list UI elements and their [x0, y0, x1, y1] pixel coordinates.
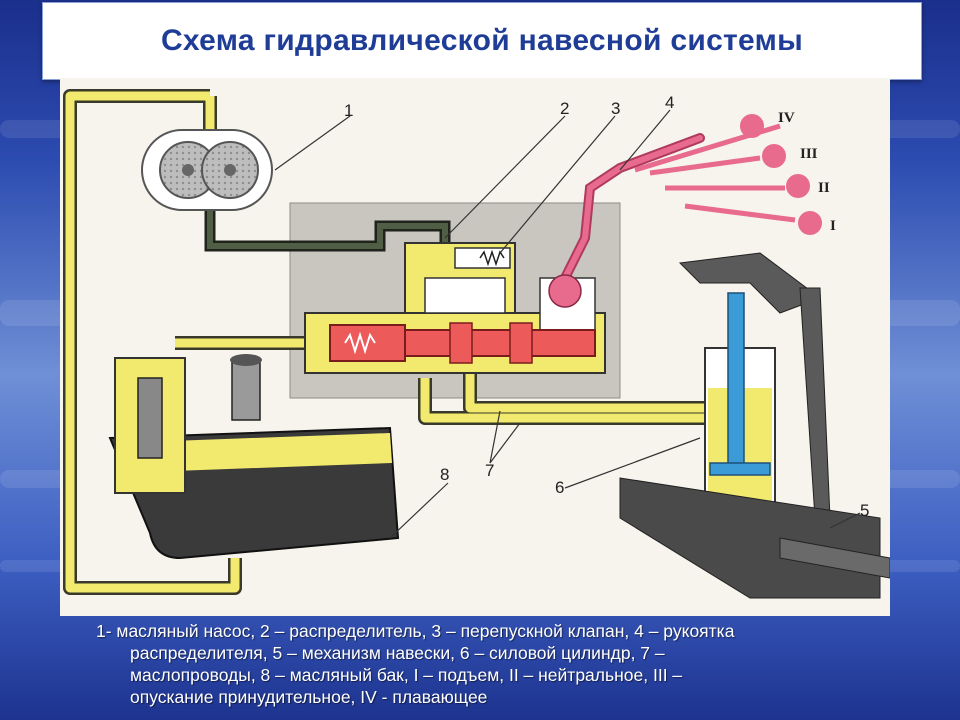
caption-line-1: 1- масляный насос, 2 – распределитель, 3…	[96, 621, 735, 641]
title-box: Схема гидравлической навесной системы	[42, 2, 922, 80]
legend-caption: 1- масляный насос, 2 – распределитель, 3…	[96, 620, 896, 708]
diagram-panel: 1 2 3 4 5 6 7 8 IV III II I	[60, 78, 890, 616]
label-oil-lines: 7	[485, 461, 494, 480]
distributor-spool	[329, 322, 596, 364]
position-label-ii: II	[818, 180, 830, 196]
label-bypass-valve: 3	[611, 99, 620, 118]
label-tank: 8	[440, 465, 449, 484]
page-title: Схема гидравлической навесной системы	[160, 24, 804, 57]
caption-line-4: опускание принудительное, IV - плавающее	[130, 687, 488, 707]
position-label-iv: IV	[778, 110, 795, 126]
power-cylinder	[704, 292, 776, 519]
oil-pump	[141, 129, 273, 211]
pressure-line	[204, 203, 451, 252]
label-distributor: 2	[560, 99, 569, 118]
caption-line-3: маслопроводы, 8 – масляный бак, I – подъ…	[130, 665, 683, 685]
label-cylinder: 6	[555, 478, 564, 497]
hitch-mechanism	[619, 252, 890, 599]
caption-line-2: распределителя, 5 – механизм навески, 6 …	[130, 643, 665, 663]
hydraulic-diagram: 1 2 3 4 5 6 7 8 IV III II I	[63, 89, 890, 599]
label-hitch: 5	[860, 501, 869, 520]
distributor-handle	[548, 114, 822, 308]
callout-lines	[274, 109, 861, 539]
position-label-i: I	[830, 218, 836, 234]
oil-tank	[108, 354, 400, 560]
label-pump: 1	[344, 101, 353, 120]
label-handle: 4	[665, 93, 674, 112]
position-label-iii: III	[800, 146, 818, 162]
